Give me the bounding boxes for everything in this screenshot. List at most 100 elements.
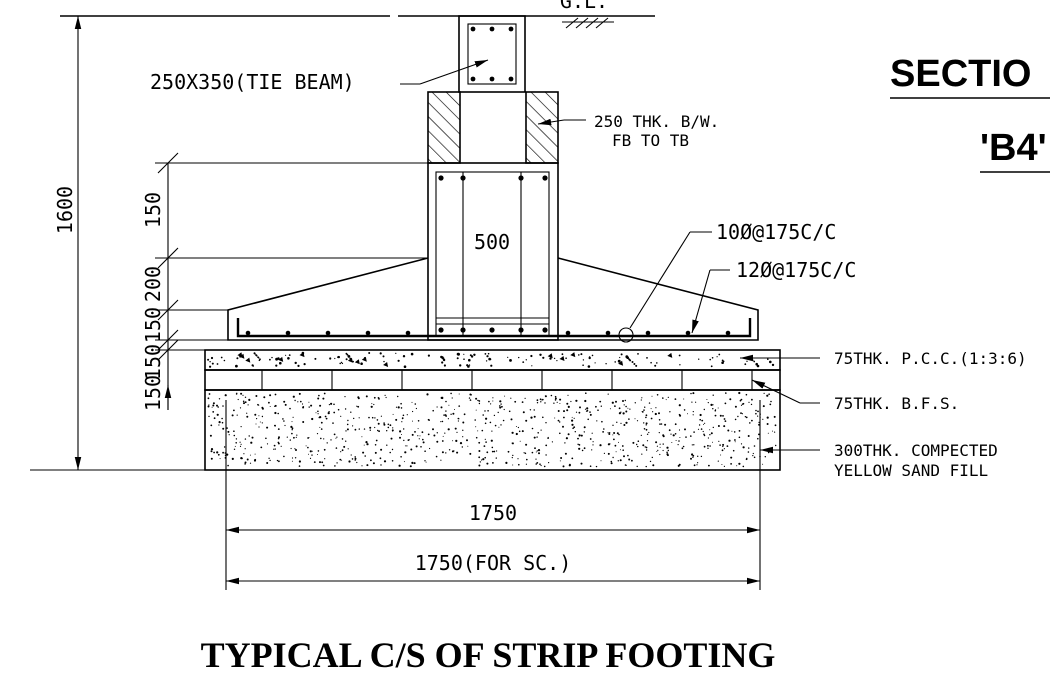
sand-grain [642,444,645,447]
sand-grain [313,461,316,463]
sand-grain [317,413,319,415]
sand-grain [662,397,664,399]
sand-grain [729,398,732,401]
pcc-layer [204,349,781,371]
sand-grain [654,412,657,416]
sand-grain [690,457,692,460]
rebar-dot [325,330,331,336]
sand-grain [645,449,648,451]
sand-grain [526,458,528,461]
sand-grain [726,445,729,447]
sand-grain [475,426,477,428]
sand-grain [244,401,247,404]
sand-grain [712,441,713,443]
pcc-label: 75THK. P.C.C.(1:3:6) [834,349,1027,368]
sand-grain [578,434,581,437]
sand-grain [351,458,354,460]
sand-grain [646,440,649,442]
sand-grain [361,436,363,438]
sand-grain [330,439,332,441]
sand-grain [478,441,481,444]
sand-grain [655,441,658,444]
rebar-dot [245,330,251,336]
sand-grain [572,427,574,430]
sand-grain [592,441,594,443]
sand-grain [283,400,286,403]
concrete-aggregate [427,354,430,357]
sand-grain [408,439,410,441]
sand-grain [498,426,500,428]
dim-200-label: 200 [141,266,165,302]
sand-grain [600,460,602,462]
sand-grain [530,416,533,419]
sand-grain [623,404,625,406]
sand-grain [640,399,642,401]
sand-grain [690,435,692,437]
sand-grain [222,405,224,407]
sand-grain [463,413,466,416]
sand-grain [566,402,569,405]
sand-grain [450,413,452,415]
sand-grain [610,462,613,465]
sand-grain [207,397,210,400]
sand-grain [224,394,227,397]
sand-grain [443,414,445,416]
concrete-aggregate [486,355,489,358]
sand-grain [707,437,710,439]
sand-grain [674,423,677,426]
concrete-aggregate [303,363,306,366]
sand-grain [456,451,459,454]
sand-grain [436,440,439,443]
sand-grain [544,402,546,404]
sand-grain [707,447,709,449]
sand-grain [235,442,237,444]
rebar-dot [725,330,731,336]
sand-grain [515,426,517,427]
concrete-aggregate [756,364,760,368]
sand-grain [395,418,398,421]
sand-grain [340,415,342,417]
sand-grain [447,418,449,420]
sand-grain [599,400,602,403]
sand-grain [545,454,547,456]
sand-grain [536,436,538,438]
brick-wall-label-1: 250 THK. B/W. [594,112,719,131]
sand-grain [757,437,759,440]
sand-grain [307,446,309,449]
sand-grain [260,446,263,449]
sand-grain [450,392,452,395]
sand-grain [710,403,713,406]
sand-grain [664,423,667,426]
sand-grain [295,449,297,451]
concrete-aggregate [530,354,533,358]
sand-grain [499,405,501,407]
sand-grain [612,434,614,436]
concrete-aggregate [470,355,474,358]
sand-grain [685,436,687,438]
sand-grain [719,444,721,446]
concrete-aggregate [746,360,748,362]
sand-grain [389,424,392,427]
sand-grain [269,394,272,397]
sand-grain [678,429,681,431]
sand-grain [741,413,744,415]
sand-grain [244,448,246,450]
sand-grain [274,424,275,426]
sand-grain [665,399,667,401]
sand-grain [240,457,243,460]
sand-grain [322,464,325,467]
sand-grain [739,399,742,402]
sand-grain [734,439,736,441]
sand-grain [218,398,221,400]
sand-grain [259,421,261,423]
sand-grain [487,410,489,412]
sand-grain [607,393,609,395]
sand-grain [578,444,581,446]
concrete-aggregate [346,353,349,356]
sand-grain [247,404,249,406]
sand-grain [441,396,444,399]
sand-grain [620,422,622,424]
concrete-aggregate [654,364,657,367]
sand-grain [350,411,352,413]
sand-grain [243,402,245,405]
